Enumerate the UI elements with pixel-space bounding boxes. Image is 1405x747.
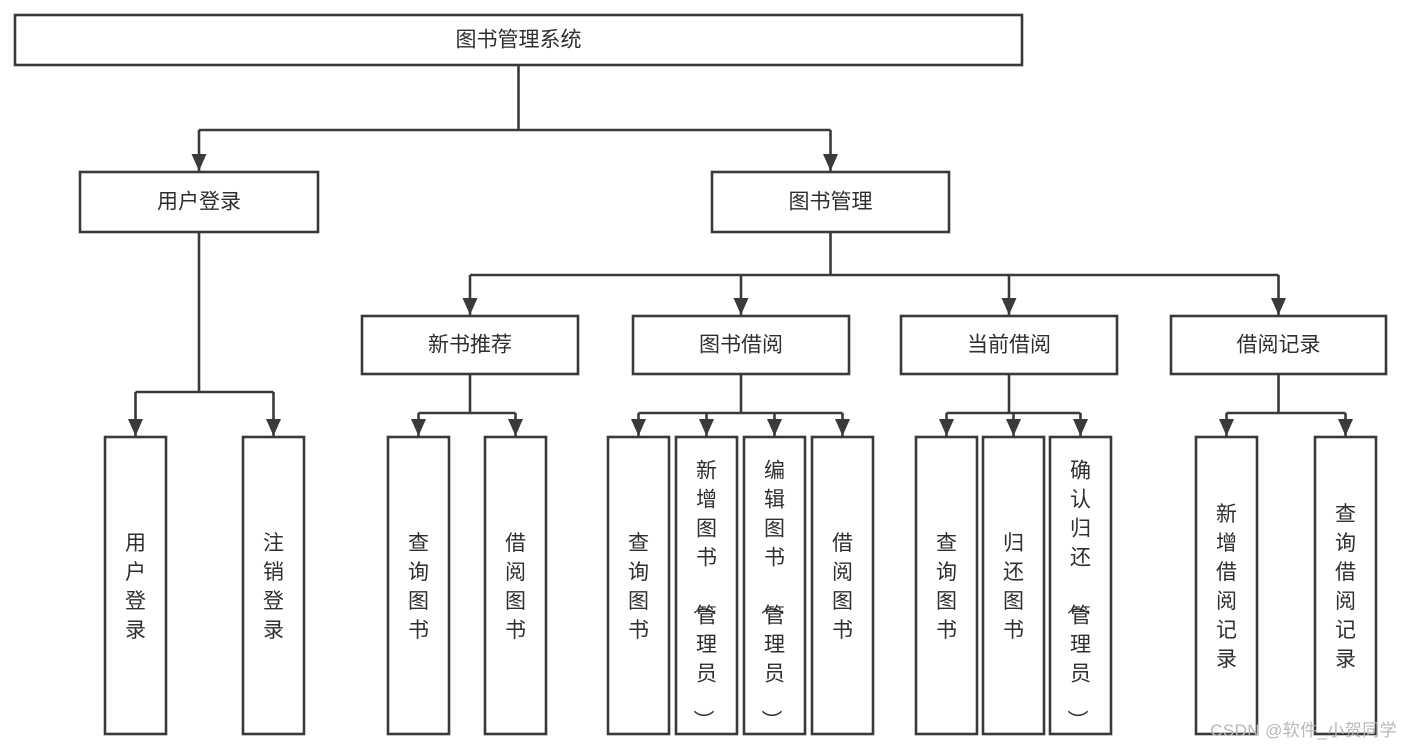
node-leaf-11[interactable]: 新增借阅记录: [1194, 435, 1259, 736]
node-label: 注销登录: [263, 532, 284, 642]
arrow-head-icon: [462, 298, 478, 315]
node-leaf-7[interactable]: 借阅图书: [810, 435, 875, 736]
arrow-head-icon: [823, 154, 838, 171]
node-level1-0[interactable]: 用户登录: [78, 170, 320, 234]
node-rect: [981, 435, 1046, 736]
node-rect: [13, 13, 1024, 67]
node-rect: [360, 314, 580, 376]
connector-lines: [128, 65, 1353, 436]
node-label: 当前借阅: [967, 334, 1051, 357]
node-leaf-0[interactable]: 用户登录: [103, 435, 168, 736]
node-leaf-6[interactable]: 编辑图书（管理员）: [742, 435, 807, 736]
arrow-head-icon: [699, 419, 714, 436]
node-label: 图书管理系统: [456, 29, 582, 52]
node-rect: [386, 435, 451, 736]
node-rect: [103, 435, 168, 736]
node-rect: [1048, 435, 1113, 736]
node-boxes: 图书管理系统用户登录图书管理新书推荐图书借阅当前借阅借阅记录用户登录注销登录查询…: [13, 13, 1388, 736]
node-label: 新书推荐: [428, 334, 512, 357]
node-label: 新增借阅记录: [1216, 503, 1237, 671]
arrow-head-icon: [835, 419, 850, 436]
node-label: 编辑图书（管理员）: [759, 460, 785, 731]
node-rect: [674, 435, 739, 736]
node-label: 用户登录: [125, 532, 146, 642]
arrow-head-icon: [1001, 298, 1017, 315]
node-rect: [241, 435, 306, 736]
arrow-head-icon: [1006, 419, 1021, 436]
node-label: 图书借阅: [699, 334, 783, 357]
node-label: 查询图书: [408, 532, 429, 642]
node-root-system[interactable]: 图书管理系统: [13, 13, 1024, 67]
arrow-head-icon: [631, 419, 646, 436]
node-level2-1[interactable]: 图书借阅: [631, 314, 851, 376]
node-rect: [606, 435, 671, 736]
node-rect: [914, 435, 979, 736]
arrow-head-icon: [1219, 419, 1234, 436]
node-leaf-9[interactable]: 归还图书: [981, 435, 1046, 736]
arrow-head-icon: [1073, 419, 1088, 436]
arrow-head-icon: [939, 419, 954, 436]
node-leaf-8[interactable]: 查询图书: [914, 435, 979, 736]
node-level2-3[interactable]: 借阅记录: [1169, 314, 1388, 376]
node-rect: [1194, 435, 1259, 736]
arrow-head-icon: [1271, 298, 1286, 315]
node-rect: [631, 314, 851, 376]
node-label: 借阅图书: [832, 532, 853, 642]
node-label: 查询借阅记录: [1335, 503, 1356, 671]
node-leaf-1[interactable]: 注销登录: [241, 435, 306, 736]
node-leaf-4[interactable]: 查询图书: [606, 435, 671, 736]
node-rect: [483, 435, 548, 736]
node-label: 借阅图书: [505, 532, 526, 642]
arrow-head-icon: [508, 419, 523, 436]
node-leaf-12[interactable]: 查询借阅记录: [1313, 435, 1378, 736]
node-leaf-5[interactable]: 新增图书（管理员）: [674, 435, 739, 736]
node-label: 图书管理: [789, 191, 873, 214]
node-label: 查询图书: [628, 532, 649, 642]
arrow-head-icon: [128, 419, 143, 436]
node-rect: [810, 435, 875, 736]
node-rect: [1313, 435, 1378, 736]
node-label: 确认归还（管理员）: [1065, 460, 1091, 731]
node-label: 查询图书: [936, 532, 957, 642]
arrow-head-icon: [266, 419, 281, 436]
node-level2-2[interactable]: 当前借阅: [899, 314, 1119, 376]
node-label: 归还图书: [1003, 532, 1024, 642]
node-rect: [78, 170, 320, 234]
node-label: 借阅记录: [1237, 334, 1321, 357]
arrow-head-icon: [1338, 419, 1353, 436]
arrow-head-icon: [411, 419, 426, 436]
arrow-head-icon: [733, 298, 749, 315]
node-rect: [899, 314, 1119, 376]
node-level2-0[interactable]: 新书推荐: [360, 314, 580, 376]
node-level1-1[interactable]: 图书管理: [710, 170, 951, 234]
node-rect: [710, 170, 951, 234]
node-rect: [1169, 314, 1388, 376]
node-leaf-10[interactable]: 确认归还（管理员）: [1048, 435, 1113, 736]
node-leaf-2[interactable]: 查询图书: [386, 435, 451, 736]
node-label: 用户登录: [157, 191, 241, 214]
node-rect: [742, 435, 807, 736]
arrow-head-icon: [191, 154, 207, 171]
arrow-head-icon: [767, 419, 782, 436]
node-leaf-3[interactable]: 借阅图书: [483, 435, 548, 736]
node-label: 新增图书（管理员）: [691, 460, 717, 731]
